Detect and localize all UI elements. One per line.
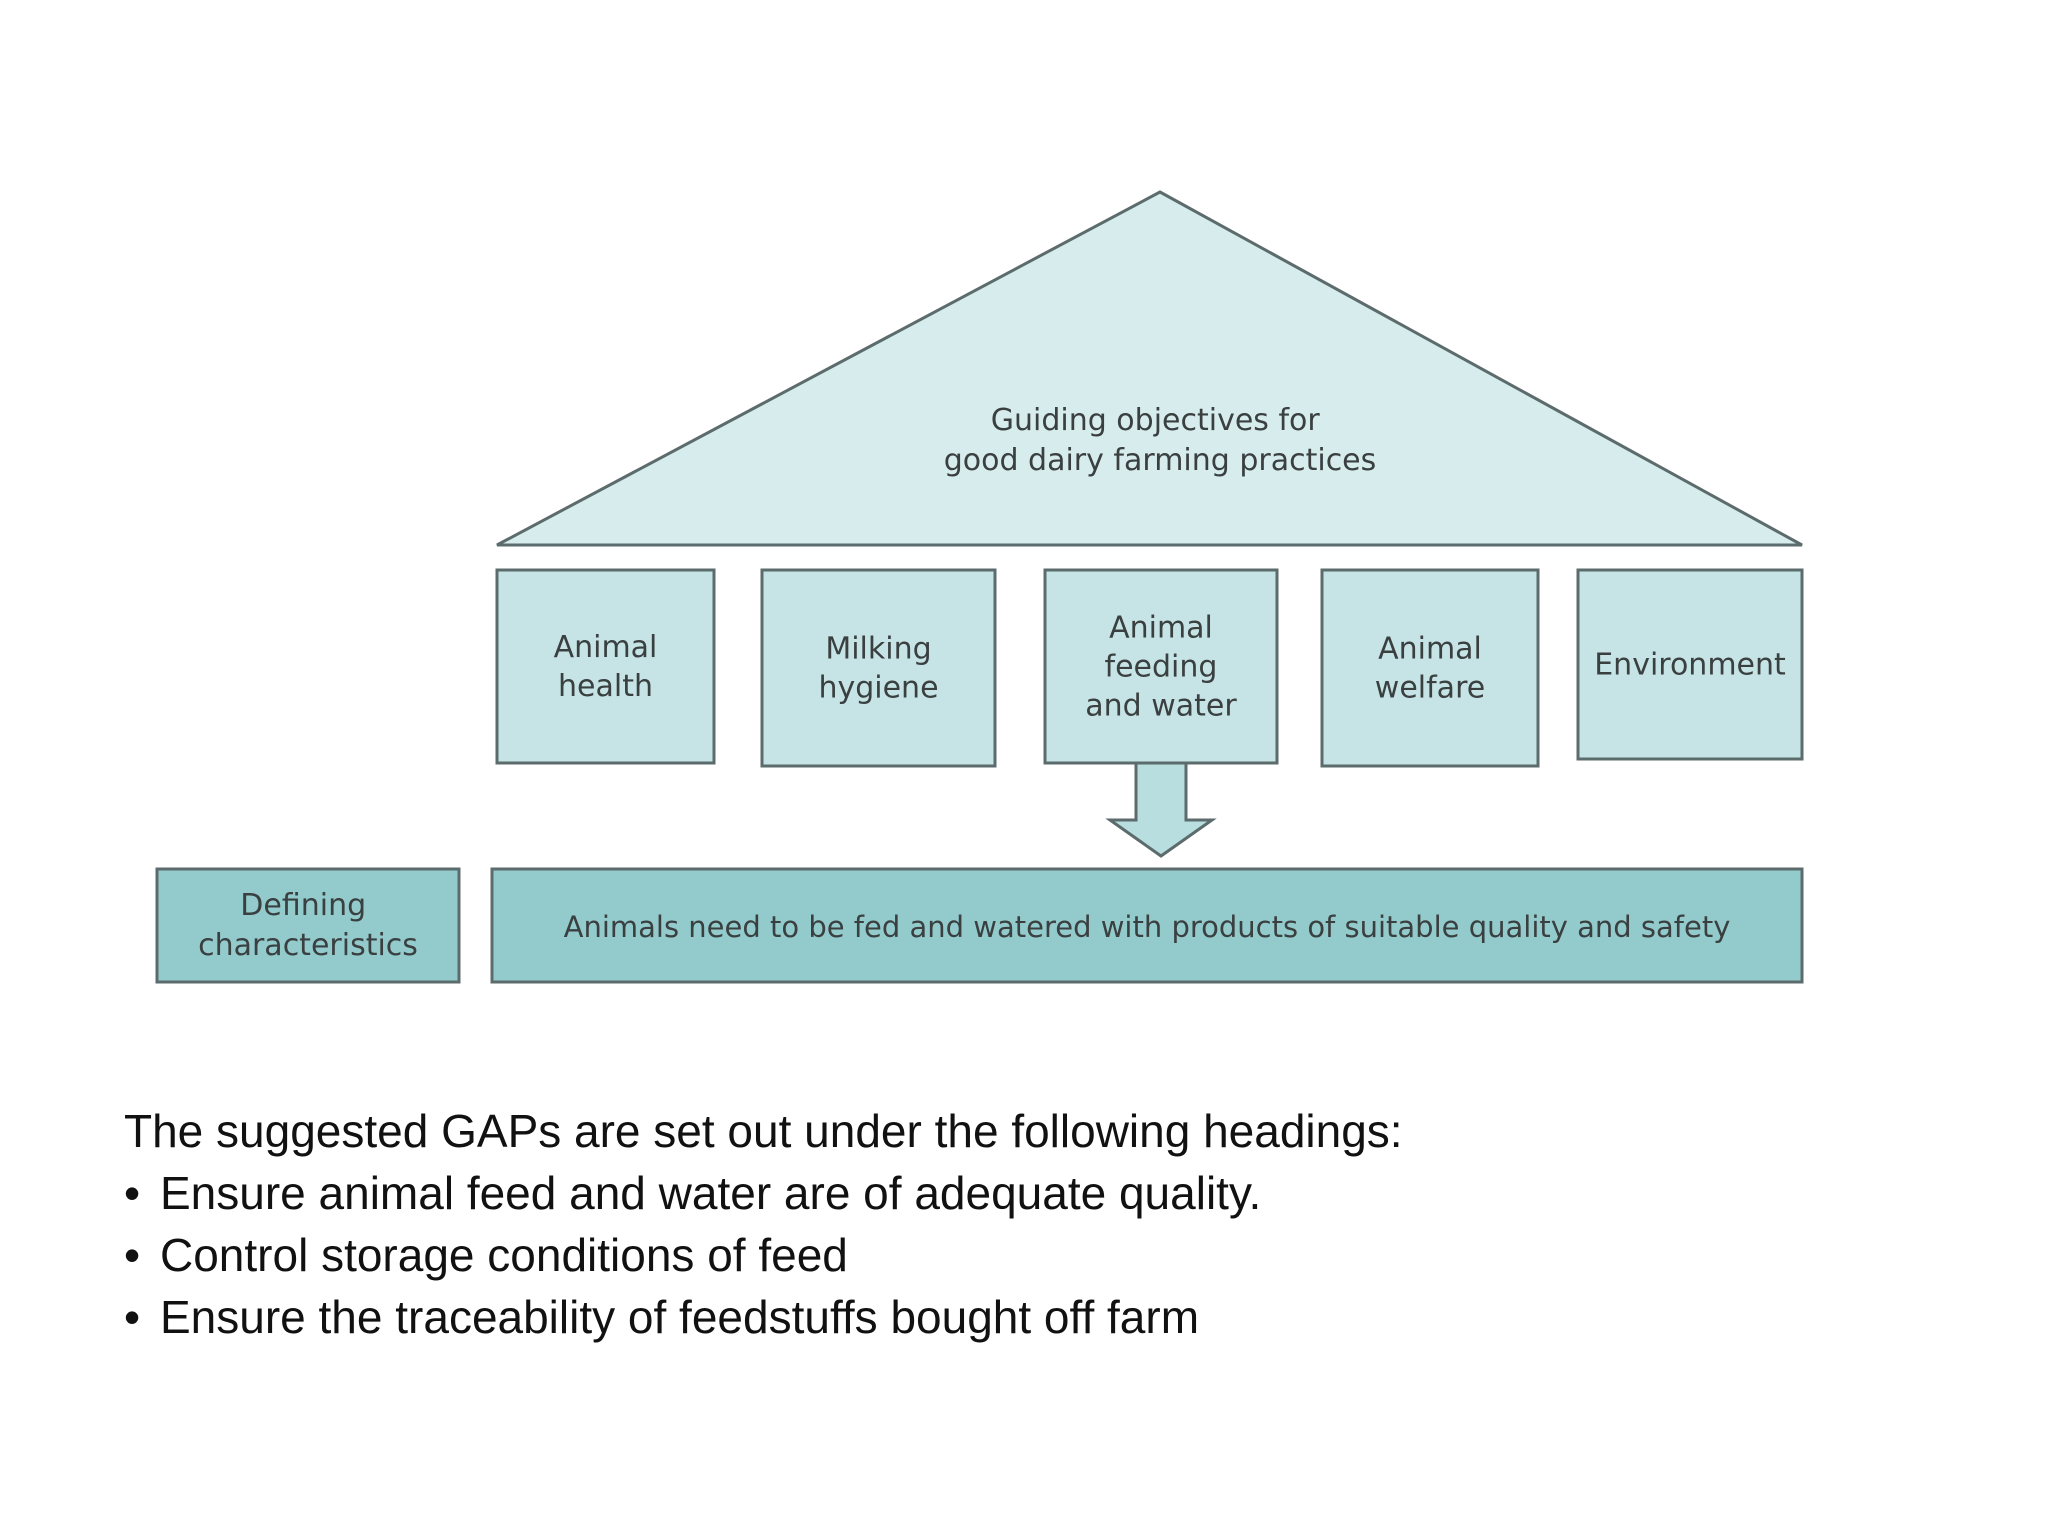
defining-characteristics-box [155,867,461,984]
pillar-label-line: Milking [825,632,931,667]
pillar-label-line: Animal [554,630,658,665]
pillar-label-line: Animal [1109,611,1213,646]
pillar-label-milking-hygiene: Milking hygiene [818,632,938,706]
roof-triangle [496,190,1803,547]
pillar-animal-welfare [1320,568,1540,768]
pillar-label-line: and water [1085,689,1237,724]
roof-label-line: Guiding objectives for [991,403,1321,438]
bullet-icon: • [124,1291,141,1343]
pillar-animal-feeding-water [1043,568,1279,765]
pillar-label-line: health [558,669,653,704]
roof-label-line: good dairy farming practices [944,443,1377,478]
bullet-icon: • [124,1229,141,1281]
bullet-item: • Control storage conditions of feed [124,1224,1924,1286]
pillar-label-line: welfare [1375,671,1485,706]
gap-bullet-list: • Ensure animal feed and water are of ade… [124,1162,1924,1348]
pillar-label-animal-welfare: Animal welfare [1375,632,1485,706]
bullet-item-text: Ensure animal feed and water are of adeq… [160,1167,1262,1219]
pillar-label-line: Animal [1378,632,1482,667]
bullet-item-text: Control storage conditions of feed [160,1229,848,1281]
pillar-animal-health [495,568,716,765]
pillar-environment [1576,568,1804,761]
bullet-item: • Ensure the traceability of feedstuffs b… [124,1286,1924,1348]
pillar-label-line: Environment [1594,648,1786,683]
bullet-icon: • [124,1167,141,1219]
slide-body-text: The suggested GAPs are set out under the… [124,1100,1924,1348]
defining-characteristics-line: characteristics [198,928,418,963]
bullet-item: • Ensure animal feed and water are of ade… [124,1162,1924,1224]
defining-characteristics-line: Defining [240,888,366,923]
intro-text: The suggested GAPs are set out under the… [124,1105,1403,1157]
characteristic-text: Animals need to be fed and watered with … [564,910,1731,944]
pillars-group: Animal health Milking hygiene Animal feeding a… [495,568,1804,768]
pillar-label-line: hygiene [818,671,938,706]
bullet-item-text: Ensure the traceability of feedstuffs bo… [160,1291,1200,1343]
pillar-milking-hygiene [760,568,997,768]
pillar-label-animal-feeding-water: Animal feeding and water [1085,611,1237,724]
pillar-label-animal-health: Animal health [554,630,658,704]
down-arrow-icon [1105,761,1217,858]
pillar-label-line: feeding [1105,650,1218,685]
defining-characteristics-label: Defining characteristics [198,888,418,963]
roof-label: Guiding objectives for good dairy farmin… [944,403,1377,478]
characteristic-band [490,867,1804,984]
pillar-label-environment: Environment [1594,648,1786,683]
